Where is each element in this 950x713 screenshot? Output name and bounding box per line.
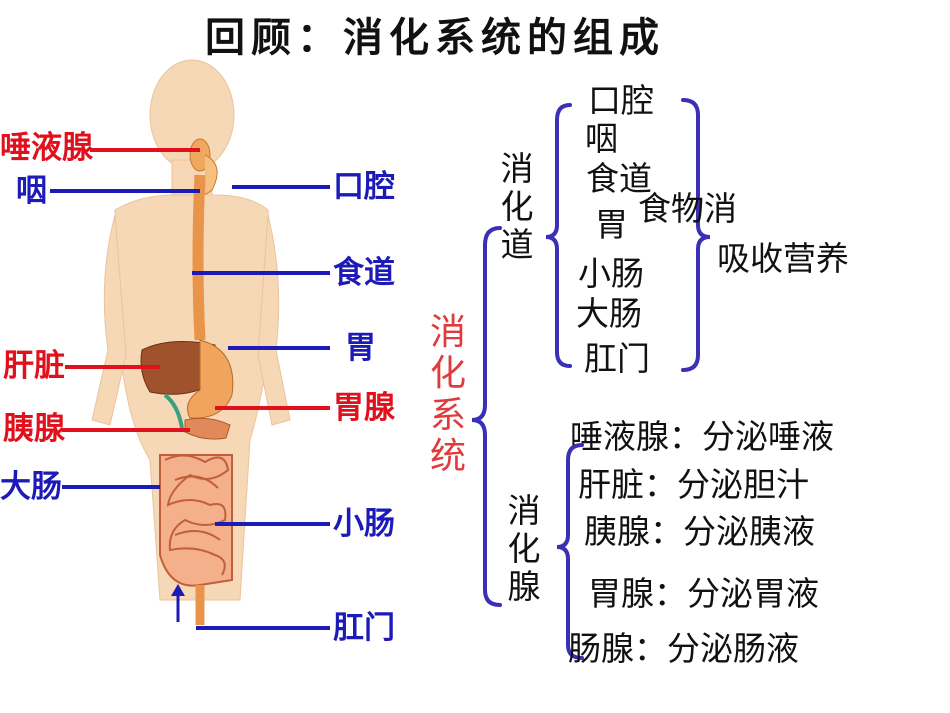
function-text-2: 吸收营养 — [717, 239, 849, 278]
organ-item: 胃 — [595, 205, 628, 244]
stomach — [187, 339, 234, 419]
label-anus: 肛门 — [333, 610, 395, 646]
label-small-intestine: 小肠 — [333, 506, 395, 542]
organ-item: 肛门 — [584, 339, 650, 378]
gland-item: 肝脏：分泌胆汁 — [578, 465, 809, 504]
label-stomach: 胃 — [345, 330, 376, 366]
gland-item: 唾液腺：分泌唾液 — [570, 417, 834, 456]
label-esophagus: 食道 — [333, 255, 395, 291]
label-pharynx: 咽 — [16, 173, 47, 209]
label-liver: 肝脏 — [3, 348, 65, 384]
label-pancreas: 胰腺 — [3, 411, 65, 447]
bile-duct — [163, 393, 184, 429]
organ-item: 食道 — [586, 159, 652, 198]
esophagus — [192, 174, 206, 341]
root-brace — [471, 226, 502, 607]
label-mouth: 口腔 — [333, 169, 395, 205]
function-text-1: 食物消 — [638, 189, 737, 228]
glands-brace — [556, 443, 584, 660]
organ-item: 小肠 — [578, 254, 644, 293]
tract-brace — [545, 103, 572, 368]
glands-label: 消化腺 — [507, 491, 541, 606]
intestines — [159, 454, 233, 587]
gland-item: 胃腺：分泌胃液 — [588, 574, 819, 613]
leader-lines — [50, 148, 330, 630]
gland-item: 胰腺：分泌胰液 — [584, 512, 815, 551]
label-gastric-gland: 胃腺 — [333, 390, 395, 426]
gland-item: 肠腺：分泌肠液 — [568, 629, 799, 668]
arrow-up-icon — [171, 584, 185, 622]
braces — [471, 98, 711, 660]
mouth-throat — [189, 138, 218, 195]
label-large-intestine: 大肠 — [0, 469, 62, 505]
root-label: 消化系统 — [429, 312, 466, 478]
page-title: 回顾：消化系统的组成 — [205, 15, 665, 61]
label-salivary-gland: 唾液腺 — [0, 130, 93, 166]
organ-item: 咽 — [585, 119, 618, 158]
tract-label: 消化道 — [500, 149, 534, 264]
organ-item: 口腔 — [588, 81, 654, 120]
liver — [140, 341, 219, 395]
pancreas — [184, 417, 231, 440]
function-brace — [681, 98, 711, 372]
organ-item: 大肠 — [576, 294, 642, 333]
